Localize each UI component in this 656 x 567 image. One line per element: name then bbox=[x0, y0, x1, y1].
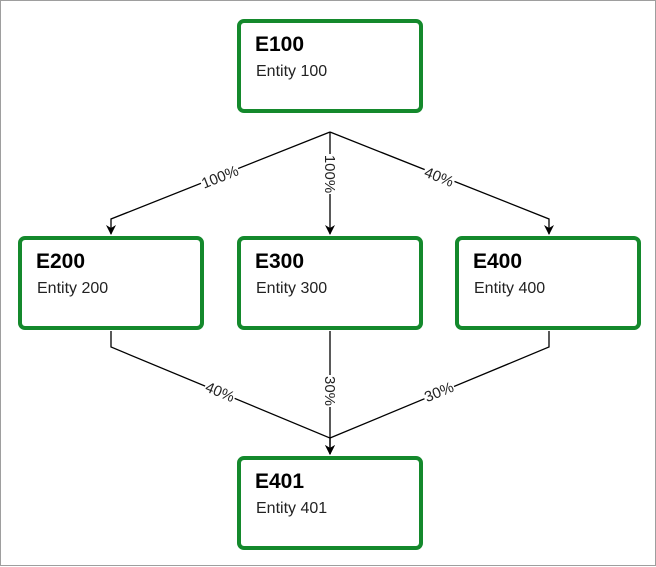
edge-label-e100-e400: 40% bbox=[422, 164, 456, 191]
edge-e100-e200 bbox=[106, 131, 331, 235]
node-name: Entity 400 bbox=[474, 280, 546, 297]
node-e400[interactable]: E400 Entity 400 bbox=[455, 236, 641, 330]
node-id: E100 bbox=[255, 33, 305, 56]
node-e401[interactable]: E401 Entity 401 bbox=[237, 456, 423, 550]
node-e300[interactable]: E300 Entity 300 bbox=[237, 236, 423, 330]
node-e200[interactable]: E200 Entity 200 bbox=[18, 236, 204, 330]
node-name: Entity 100 bbox=[256, 63, 328, 80]
node-id: E400 bbox=[473, 250, 523, 273]
edge-e100-e400 bbox=[329, 131, 554, 235]
edge-e400-e401 bbox=[329, 331, 550, 439]
node-name: Entity 401 bbox=[256, 500, 328, 517]
edge-label-e400-e401: 30% bbox=[422, 379, 456, 406]
node-name: Entity 300 bbox=[256, 280, 328, 297]
node-name: Entity 200 bbox=[37, 280, 109, 297]
edge-label-e200-e401: 40% bbox=[203, 379, 237, 406]
edge-label-e300-e401: 30% bbox=[321, 376, 338, 406]
node-e100[interactable]: E100 Entity 100 bbox=[237, 19, 423, 113]
node-id: E200 bbox=[36, 250, 86, 273]
node-id: E401 bbox=[255, 470, 305, 493]
node-id: E300 bbox=[255, 250, 305, 273]
edge-label-e100-e300: 100% bbox=[321, 155, 338, 193]
